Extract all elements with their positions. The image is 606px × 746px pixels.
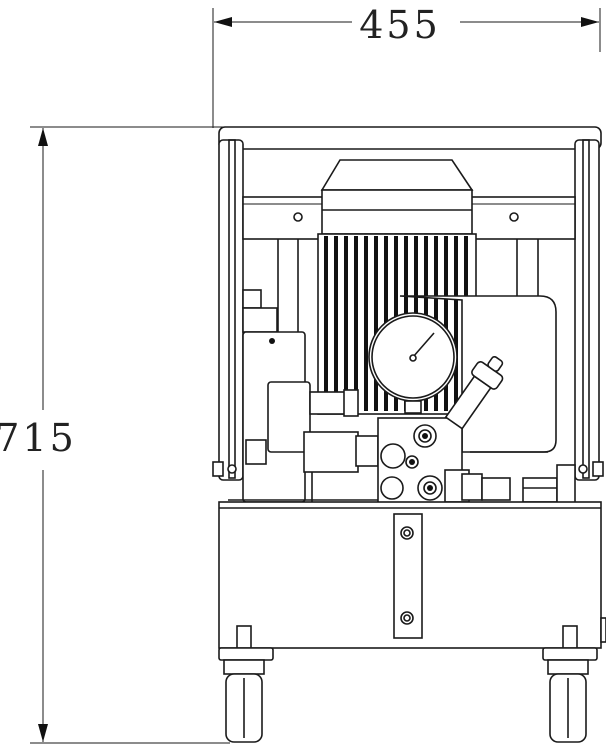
gauge-needle — [412, 332, 435, 358]
port-fitting-icon — [380, 476, 404, 500]
width-dimension: 455 — [212, 3, 601, 128]
bolt-icon — [227, 464, 237, 474]
pressure-gauge — [368, 312, 458, 414]
filler-breather — [444, 355, 504, 430]
bolt-icon — [578, 464, 588, 474]
bolt-icon — [293, 212, 303, 222]
left-caster — [218, 625, 274, 743]
right-components — [470, 451, 576, 506]
frame-bolts — [212, 461, 604, 477]
port-fitting-icon — [380, 443, 406, 469]
width-dimension-label: 455 — [359, 3, 441, 47]
frame — [218, 126, 602, 481]
nut-icon — [400, 611, 414, 625]
bolt-icon — [509, 212, 519, 222]
base-tank — [218, 501, 606, 649]
nut-icon — [400, 526, 414, 540]
solenoid-valve — [267, 381, 311, 453]
drain-plug — [600, 617, 606, 643]
height-dimension-label: 715 — [0, 416, 77, 460]
right-caster — [542, 625, 598, 743]
height-dimension: 715 — [0, 126, 230, 744]
left-components — [228, 289, 380, 503]
